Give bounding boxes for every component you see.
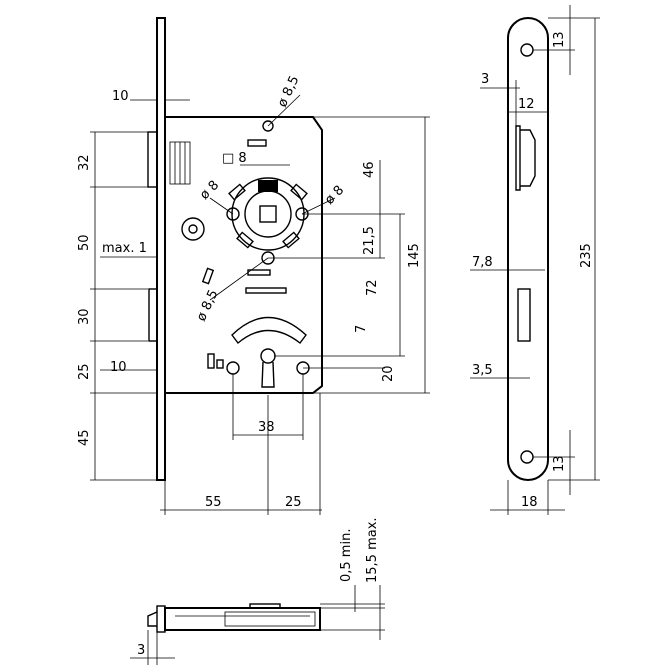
- front-dimension-lines: [90, 90, 430, 515]
- side-latch: [515, 125, 521, 191]
- side-screw-hole-bottom: [520, 450, 534, 464]
- dim-25: 25: [77, 363, 92, 380]
- screw-hole-top: [262, 120, 274, 132]
- dim-30: 30: [77, 308, 92, 325]
- dim-side-3-top: 3: [481, 72, 489, 87]
- dim-55: 55: [205, 495, 222, 510]
- dim-145: 145: [407, 243, 422, 268]
- side-screw-hole-top: [520, 43, 534, 57]
- dim-50: 50: [77, 234, 92, 251]
- dim-10-top: 10: [112, 89, 129, 104]
- screw-hole-bottom-left: [226, 361, 240, 375]
- dim-38: 38: [258, 420, 275, 435]
- dim-side-13-bottom: 13: [552, 455, 567, 472]
- dim-side-13-top: 13: [552, 31, 567, 48]
- dim-0-5-min: 0,5 min.: [339, 529, 354, 582]
- dim-45: 45: [77, 429, 92, 446]
- dim-20: 20: [381, 365, 396, 382]
- bottom-faceplate: [156, 605, 166, 633]
- dim-side-7-8: 7,8: [472, 255, 493, 270]
- auxiliary-hole: [181, 217, 205, 241]
- keyhole: [260, 348, 276, 388]
- side-faceplate: [507, 17, 549, 481]
- side-bolt: [517, 288, 531, 342]
- small-slot: [247, 139, 267, 147]
- dim-dia-8-right: ø 8: [322, 183, 347, 208]
- arc-lever: [231, 316, 307, 345]
- dim-dia-8-5-top: ø 8,5: [275, 74, 302, 110]
- side-view: [507, 17, 549, 481]
- dim-bottom-3: 3: [137, 643, 145, 658]
- bottom-latch: [147, 611, 158, 627]
- bottom-dimension-lines: [130, 585, 385, 665]
- dim-32: 32: [77, 154, 92, 171]
- dim-max-1: max. 1: [102, 241, 147, 256]
- dim-side-3-5: 3,5: [472, 363, 493, 378]
- faceplate: [156, 17, 166, 481]
- dim-10-bottom: 10: [110, 360, 127, 375]
- dim-72: 72: [365, 279, 380, 296]
- follower: [226, 177, 309, 265]
- dim-21-5: 21,5: [362, 226, 377, 255]
- dim-side-18: 18: [521, 495, 538, 510]
- latch: [147, 131, 158, 188]
- dim-25-case: 25: [285, 495, 302, 510]
- dim-46: 46: [362, 161, 377, 178]
- bottom-case: [164, 607, 321, 631]
- dim-dia-8-left: ø 8: [197, 178, 222, 203]
- dim-side-12: 12: [518, 97, 535, 112]
- dim-15-5-max: 15,5 max.: [365, 517, 380, 583]
- dim-square-8: □ 8: [222, 151, 247, 166]
- dim-7: 7: [354, 325, 369, 333]
- bolt: [148, 288, 158, 342]
- bottom-view: [147, 603, 321, 633]
- dim-dia-8-5-bottom: ø 8,5: [194, 288, 221, 324]
- dim-side-235: 235: [579, 243, 594, 268]
- side-dimension-lines: [470, 5, 600, 515]
